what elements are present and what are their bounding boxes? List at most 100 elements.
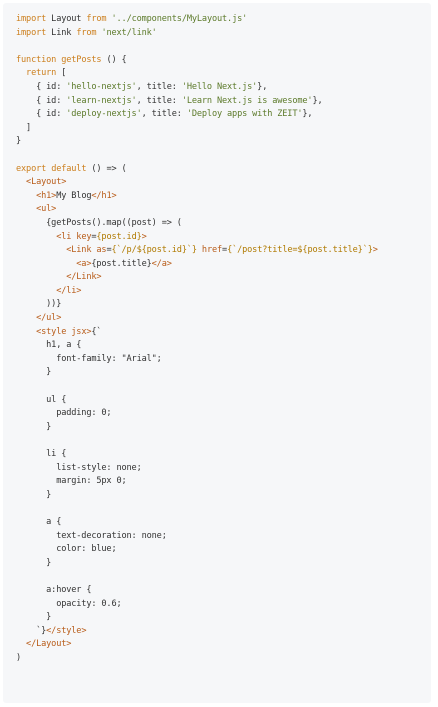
code-token-plain: } xyxy=(16,489,52,500)
code-line: { id: 'hello-nextjs', title: 'Hello Next… xyxy=(16,81,431,95)
code-token-plain: padding: 0; xyxy=(16,408,112,419)
code-token-string: 'Deploy apps with ZEIT' xyxy=(186,109,303,120)
code-token-keyword: import xyxy=(16,14,47,24)
code-token-plain: } xyxy=(16,367,52,378)
code-token-expression: {`/p/${post.id}`} xyxy=(111,245,197,256)
code-token-tag: </Link> xyxy=(16,272,102,283)
code-line: function getPosts () { xyxy=(16,54,431,68)
code-token-plain: My Blog xyxy=(56,190,92,201)
code-token-tag: > xyxy=(86,326,92,337)
code-token-keyword: export xyxy=(16,163,47,174)
code-line: } xyxy=(16,611,431,625)
code-token-plain: () => ( xyxy=(86,163,127,174)
code-token-plain: = xyxy=(91,231,97,242)
code-token-keyword: function xyxy=(16,54,57,65)
code-line: <Link as={`/p/${post.id}`} href={`/post?… xyxy=(16,244,431,258)
code-token-plain: {getPosts().map((post) => ( xyxy=(16,217,182,228)
code-token-keyword: return xyxy=(16,68,57,79)
code-token-plain: ))} xyxy=(16,299,62,310)
code-token-tag: <a> xyxy=(16,258,92,269)
code-token-tag: jsx xyxy=(71,326,87,337)
code-token-plain: , title: xyxy=(141,109,187,120)
code-token-plain: = xyxy=(222,245,228,256)
code-line: <a>{post.title}</a> xyxy=(16,258,431,272)
code-token-plain: {` xyxy=(91,326,102,337)
code-token-string: 'next/link' xyxy=(96,27,157,38)
code-line: } xyxy=(16,489,431,503)
code-line: <li key={post.id}> xyxy=(16,231,431,245)
code-token-keyword: default xyxy=(51,163,87,174)
code-block[interactable]: import Layout from '../components/MyLayo… xyxy=(3,3,431,703)
code-line: <Layout> xyxy=(16,176,431,190)
code-line: opacity: 0.6; xyxy=(16,598,431,612)
code-line: </li> xyxy=(16,285,431,299)
code-line: ))} xyxy=(16,298,431,312)
code-token-keyword: import xyxy=(16,27,47,38)
code-token-tag: href xyxy=(201,245,223,256)
code-token-function: getPosts xyxy=(61,54,102,65)
code-token-plain: {post.title} xyxy=(91,258,152,269)
code-line: import Link from 'next/link' xyxy=(16,27,431,41)
code-line: padding: 0; xyxy=(16,407,431,421)
code-token-plain: } xyxy=(16,136,22,147)
code-line: ) xyxy=(16,652,431,666)
code-line: a { xyxy=(16,516,431,530)
code-token-plain: { id: xyxy=(16,109,67,120)
code-line: import Layout from '../components/MyLayo… xyxy=(16,13,431,27)
code-line xyxy=(16,149,431,163)
code-line: <h1>My Blog</h1> xyxy=(16,190,431,204)
code-token-plain: color: blue; xyxy=(16,544,117,555)
code-token-expression: {post.id} xyxy=(96,231,142,242)
code-line: color: blue; xyxy=(16,543,431,557)
code-token-string: 'Hello Next.js' xyxy=(181,81,258,92)
code-token-plain: }, xyxy=(312,95,323,106)
code-token-tag: <ul> xyxy=(16,204,57,215)
code-token-tag: > xyxy=(141,231,147,242)
code-token-tag: </style> xyxy=(46,625,87,636)
code-line: `}</style> xyxy=(16,625,431,639)
code-token-string: 'Learn Next.js is awesome' xyxy=(181,95,313,106)
code-token-plain: [ xyxy=(56,68,67,79)
code-token-plain: Link xyxy=(46,27,77,38)
code-token-plain: `} xyxy=(16,625,47,636)
code-token-plain: } xyxy=(16,612,52,623)
code-token-plain: font-family: "Arial"; xyxy=(16,353,162,364)
code-token-keyword: from xyxy=(86,14,107,24)
code-token-plain: }, xyxy=(302,109,313,120)
code-token-expression: {`/post?title=${post.title}`} xyxy=(227,245,373,256)
code-token-tag: </ul> xyxy=(16,313,62,324)
code-token-plain: Layout xyxy=(46,14,87,24)
code-line: { id: 'learn-nextjs', title: 'Learn Next… xyxy=(16,95,431,109)
code-token-string: '../components/MyLayout.js' xyxy=(106,14,248,24)
code-token-tag: </a> xyxy=(151,258,172,269)
code-token-plain: h1, a { xyxy=(16,340,82,351)
code-token-plain: margin: 5px 0; xyxy=(16,476,127,487)
code-token-plain: () { xyxy=(101,54,127,65)
code-line: } xyxy=(16,557,431,571)
code-token-tag: </h1> xyxy=(91,190,117,201)
code-token-plain: a { xyxy=(16,516,62,527)
code-token-tag: <li xyxy=(16,231,77,242)
code-line: <style jsx>{` xyxy=(16,326,431,340)
code-line: } xyxy=(16,135,431,149)
code-token-plain: { id: xyxy=(16,81,67,92)
code-token-tag: as xyxy=(96,245,107,256)
code-token-plain: { id: xyxy=(16,95,67,106)
code-token-plain: list-style: none; xyxy=(16,462,142,473)
code-line: ul { xyxy=(16,394,431,408)
code-token-tag: <Link xyxy=(16,245,97,256)
code-token-plain: a:hover { xyxy=(16,584,92,595)
code-line: </Layout> xyxy=(16,638,431,652)
code-line: h1, a { xyxy=(16,339,431,353)
code-token-tag: > xyxy=(372,245,378,256)
code-line: margin: 5px 0; xyxy=(16,475,431,489)
code-token-tag: <style xyxy=(16,326,72,337)
code-line: export default () => ( xyxy=(16,163,431,177)
code-token-plain: text-decoration: none; xyxy=(16,530,167,541)
code-line: font-family: "Arial"; xyxy=(16,353,431,367)
code-line: ] xyxy=(16,122,431,136)
code-line xyxy=(16,380,431,394)
code-line: </ul> xyxy=(16,312,431,326)
code-token-plain: ) xyxy=(16,652,22,663)
code-line: text-decoration: none; xyxy=(16,530,431,544)
